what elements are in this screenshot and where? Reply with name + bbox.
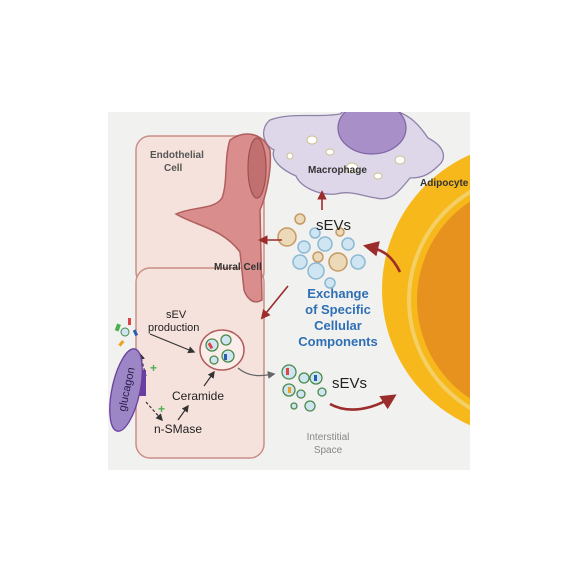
endothelial-cell-label-line2: Cell [164,163,183,174]
adipocyte-label: Adipocyte [420,178,469,189]
exchange-line2: of Specific [305,302,371,317]
plus-sign-nsmase: + [158,402,165,416]
exchange-arrows [258,190,402,411]
sev-cluster-top: sEVs [277,213,366,289]
cargo [314,375,317,381]
arrow-from-adipocyte [362,241,402,273]
sevs-label-bottom: sEVs [332,375,367,392]
macrophage-granule [286,152,294,160]
arrow-to-adipocyte [329,394,397,411]
vesicle [312,251,324,263]
endothelial-cell-label-line1: Endothelial [150,150,204,161]
vesicle [294,213,306,225]
interstitial-label-line1: Interstitial [307,432,350,443]
vesicle [309,227,321,239]
cargo [288,387,291,393]
exchange-label: Exchange of Specific Cellular Components [298,286,377,349]
cargo-piece [128,318,131,325]
glucagon-receptor: glucagon [109,348,146,432]
exchange-line3: Cellular [314,318,362,333]
sev-production-label-line1: sEV [166,309,187,321]
macrophage-granule [325,148,335,156]
mural-cell-label: Mural Cell [214,262,262,273]
vesicle [324,277,336,289]
mural-cell-body [174,133,272,303]
intraluminal-vesicle [209,355,219,365]
arrow-glucagon-to-release [138,352,147,377]
vesicle [335,227,345,237]
vesicle [350,254,366,270]
vesicle [277,227,297,247]
arrow-to-mvb [149,333,196,354]
adipocyte [382,154,470,426]
macrophage-granule [373,172,383,180]
arrow-to-endothelial [260,285,289,320]
macrophage-nucleus [337,112,407,155]
macrophage-granule [345,162,359,174]
sevs-label-top: sEVs [316,217,351,234]
multivesicular-body [199,329,245,371]
sev-production: sEV production [148,309,276,379]
vesicle [307,262,325,280]
intraluminal-vesicle [205,338,219,352]
vesicle [298,372,310,384]
vesicle [290,402,298,410]
vesicle [317,236,333,252]
vesicle [296,389,306,399]
ceramide-pathway: Ceramide n-SMase + + [138,352,224,436]
vesicle [292,254,308,270]
cargo-piece [114,323,121,332]
plus-sign-release: + [150,361,157,375]
vesicle [328,252,348,272]
exchange-line1: Exchange [307,286,368,301]
interstitial-label-line2: Space [314,445,343,456]
n-smase-label: n-SMase [154,422,202,436]
intraluminal-vesicle [221,349,235,363]
released-vesicle [120,327,130,337]
vesicle [297,240,311,254]
macrophage: Macrophage [263,112,445,200]
macrophage-granule [306,135,318,145]
vesicle [304,400,316,412]
adipocyte-ring [407,189,470,411]
sev-production-label-line2: production [148,322,199,334]
mural-cell: Mural Cell [174,133,272,303]
exchange-line4: Components [298,334,377,349]
intraluminal-vesicle [220,334,232,346]
vesicle [341,237,355,251]
arrow-mvb-to-interstitial [237,367,276,379]
arrow-glucagon-to-nsmase [145,401,163,422]
cargo-piece [132,329,139,337]
adipocyte-lipid-droplet [417,201,470,399]
interstitial-space: Interstitial Space [307,432,350,456]
sev-cluster-bottom: sEVs [281,364,367,412]
macrophage-granule [394,155,406,165]
ceramide-label: Ceramide [172,389,224,403]
cargo [207,342,214,350]
cargo-piece [118,340,125,347]
cargo [286,368,289,375]
arrow-ceramide-to-mvb [203,370,215,387]
vesicle [317,387,327,397]
mural-cell-lumen [247,137,267,199]
released-cargo [114,318,139,347]
macrophage-label: Macrophage [308,165,367,176]
arrow-nsmase-to-ceramide [177,404,189,421]
cargo [224,354,227,360]
glucagon-molecule [109,348,143,432]
